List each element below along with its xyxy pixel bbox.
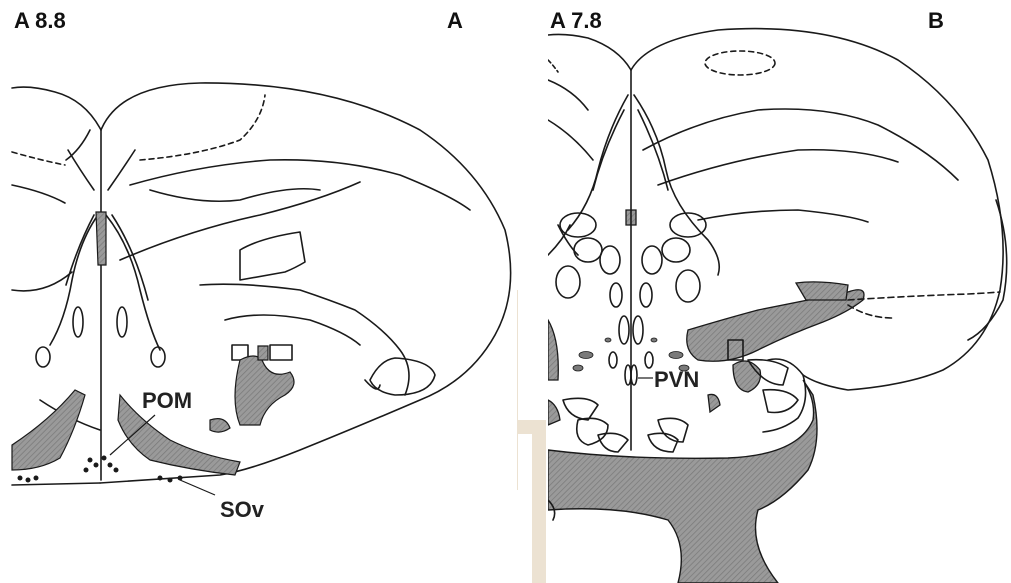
panel-a-section-diagram: A 8.8 A POM SOv <box>0 0 517 583</box>
panel-a-letter-label: A <box>447 8 463 34</box>
brain-section-b-drawing <box>548 0 1011 583</box>
panel-b-section-diagram: A 7.8 B PVN <box>548 0 1011 583</box>
hatched-band-left <box>12 390 85 470</box>
hatched-midline-column <box>96 212 106 265</box>
panel-a-level-label: A 8.8 <box>14 8 66 34</box>
outline-left-hemisphere <box>548 34 631 70</box>
panel-b-level-label: A 7.8 <box>550 8 602 34</box>
pom-label: POM <box>142 388 192 414</box>
pvn-label: PVN <box>654 367 699 393</box>
brain-section-a-drawing <box>0 0 517 583</box>
hatched-brainstem-mass <box>548 380 817 583</box>
panel-b-letter-label: B <box>928 8 944 34</box>
outline-right-hemisphere <box>100 83 511 483</box>
hatched-region-central <box>235 356 294 425</box>
outline-left-hemisphere <box>12 87 101 130</box>
sov-label: SOv <box>220 497 264 523</box>
